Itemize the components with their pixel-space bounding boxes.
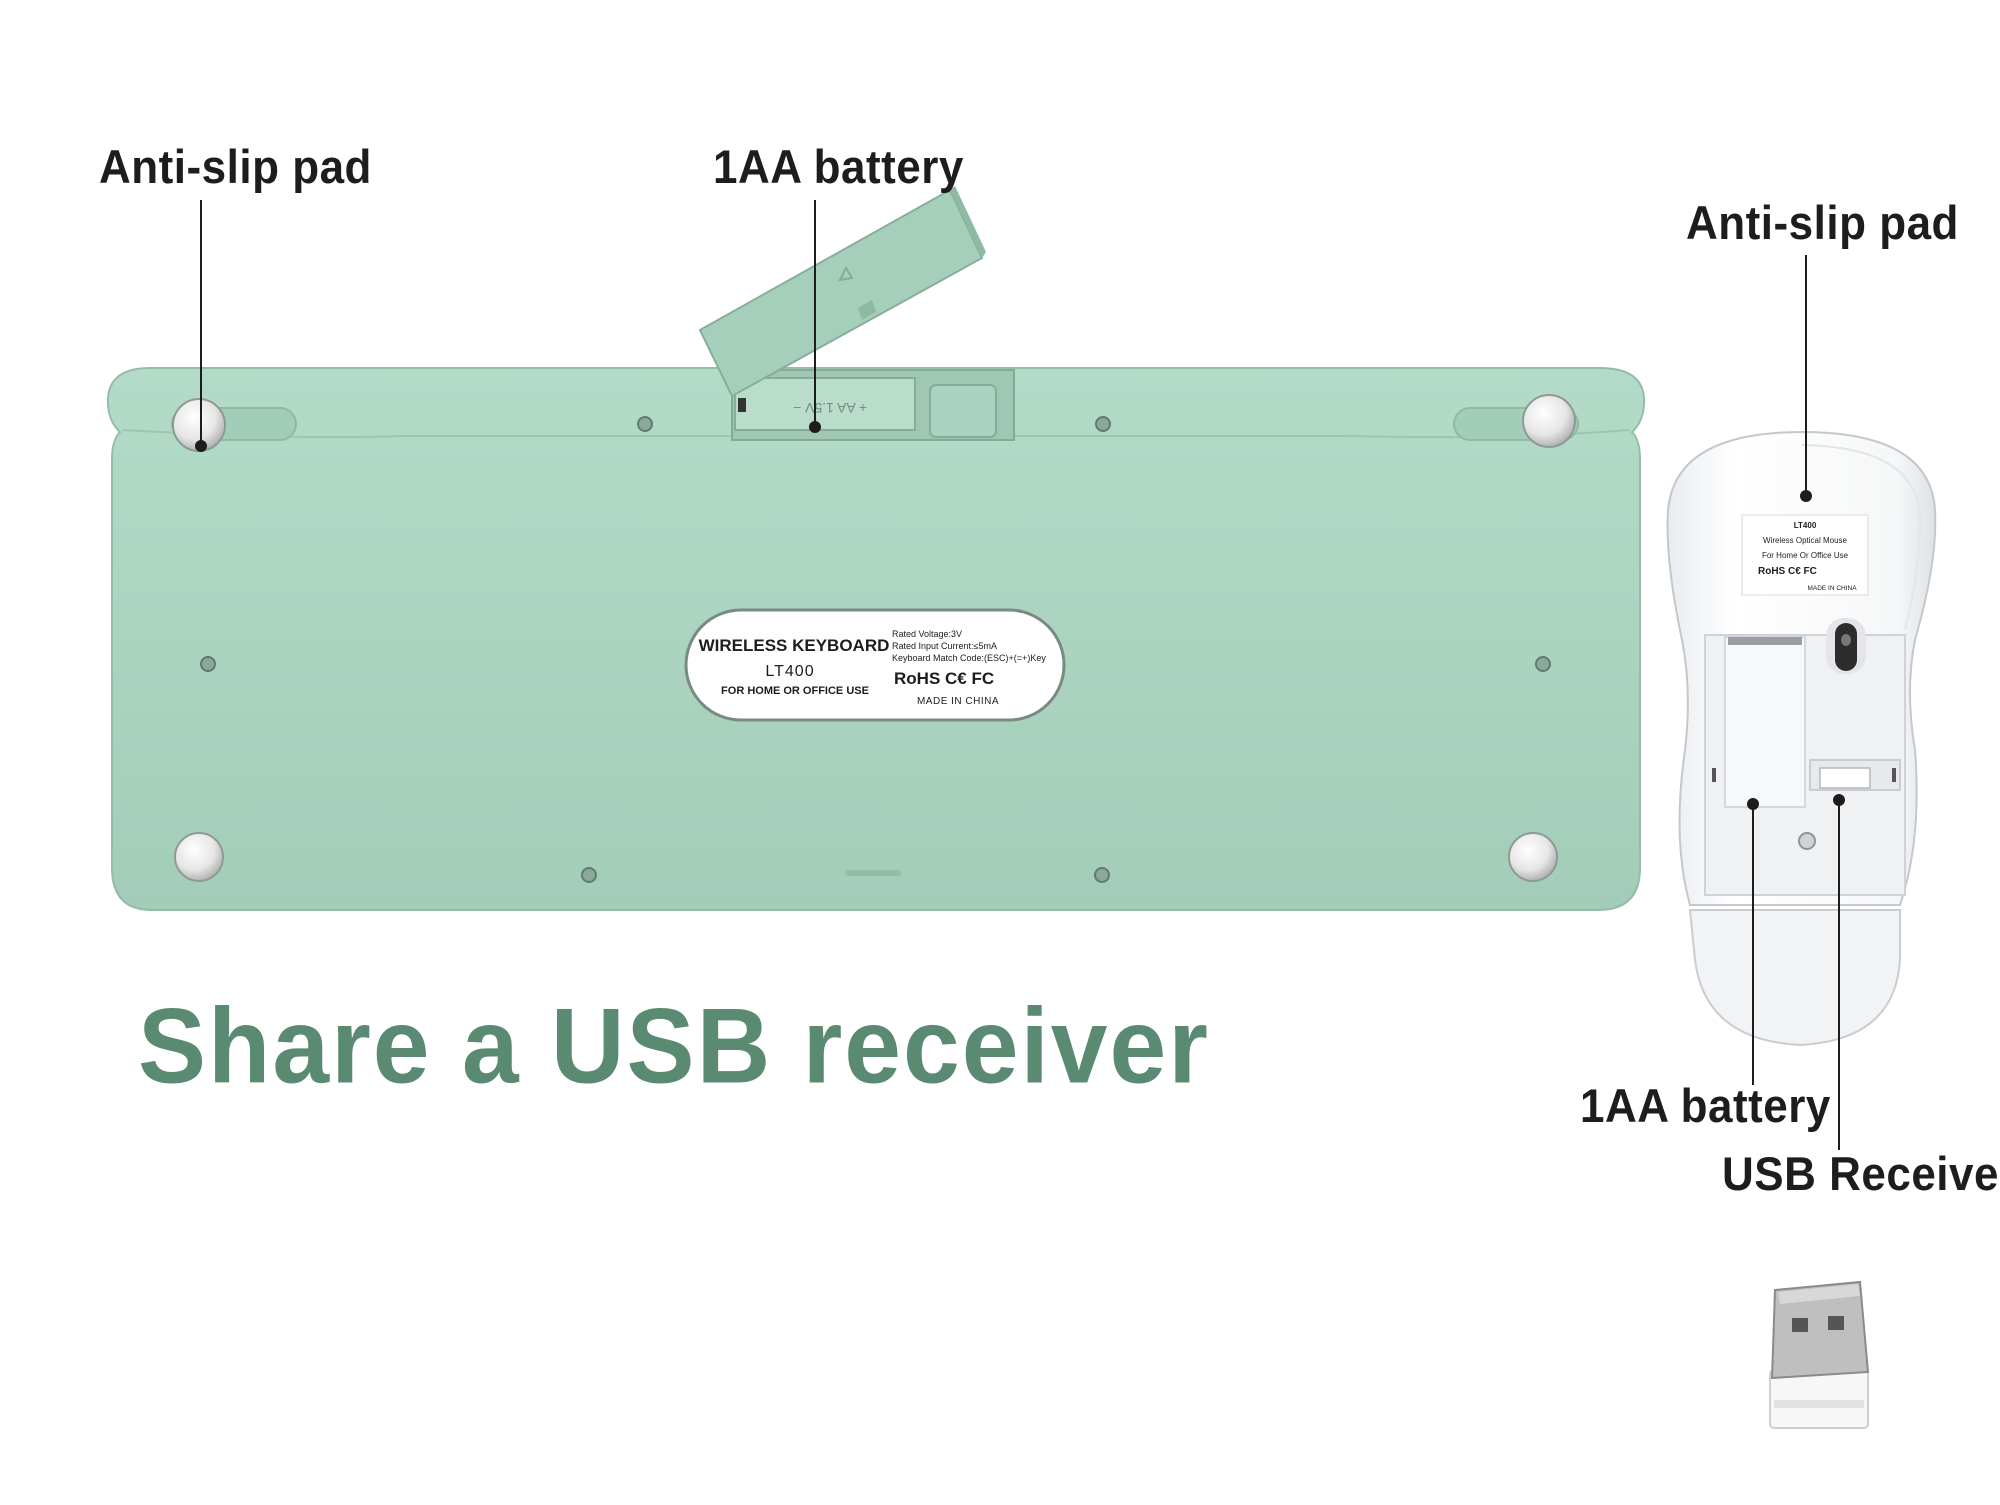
- mouse-label-usage: For Home Or Office Use: [1762, 551, 1849, 560]
- keyboard-pad-bottom-right: [1508, 832, 1558, 882]
- headline: Share a USB receiver: [138, 986, 1210, 1106]
- keyboard-bottom: + AA 1.5V − WIRELESS KEYBOARD LT400 FOR …: [106, 186, 1646, 911]
- keyboard-label-title: WIRELESS KEYBOARD: [699, 636, 890, 655]
- keyboard-label-origin: MADE IN CHINA: [917, 696, 999, 707]
- mouse-label-certs: RoHS C€ FC: [1758, 566, 1817, 577]
- mouse-label: LT400 Wireless Optical Mouse For Home Or…: [1741, 514, 1869, 596]
- usb-receiver-dongle: [1769, 1280, 1870, 1429]
- callout-keyboard-anti-slip-pad: Anti-slip pad: [99, 141, 372, 194]
- mouse-label-origin: MADE IN CHINA: [1807, 585, 1857, 592]
- mouse-optical-sensor: [1826, 618, 1866, 674]
- mouse-label-model: LT400: [1794, 521, 1817, 530]
- callout-keyboard-battery: 1AA battery: [713, 141, 964, 194]
- battery-polarity-marking: + AA 1.5V −: [793, 400, 867, 416]
- keyboard-label: WIRELESS KEYBOARD LT400 FOR HOME OR OFFI…: [684, 608, 1066, 722]
- callout-leaders: [195, 200, 1845, 1150]
- keyboard-label-certs: RoHS C€ FC: [894, 669, 994, 688]
- keyboard-label-match-code: Keyboard Match Code:(ESC)+(=+)Key: [892, 653, 1046, 663]
- callout-mouse-battery: 1AA battery: [1580, 1080, 1831, 1133]
- mouse-bottom: LT400 Wireless Optical Mouse For Home Or…: [1666, 430, 1937, 1047]
- keyboard-pad-top-right: [1522, 394, 1576, 448]
- callout-usb-receiver: USB Receiver: [1722, 1148, 2000, 1201]
- battery-compartment: + AA 1.5V −: [731, 369, 1015, 441]
- callout-mouse-anti-slip-pad: Anti-slip pad: [1686, 197, 1959, 250]
- keyboard-label-current: Rated Input Current:≤5mA: [892, 641, 997, 651]
- keyboard-label-model: LT400: [765, 663, 814, 680]
- keyboard-label-voltage: Rated Voltage:3V: [892, 629, 962, 639]
- battery-door: [698, 186, 986, 398]
- keyboard-screws: [200, 416, 1551, 883]
- keyboard-pad-bottom-left: [174, 832, 224, 882]
- keyboard-label-usage: FOR HOME OR OFFICE USE: [721, 685, 869, 697]
- mouse-battery-cover: [1688, 909, 1901, 1047]
- mouse-label-description: Wireless Optical Mouse: [1763, 536, 1848, 545]
